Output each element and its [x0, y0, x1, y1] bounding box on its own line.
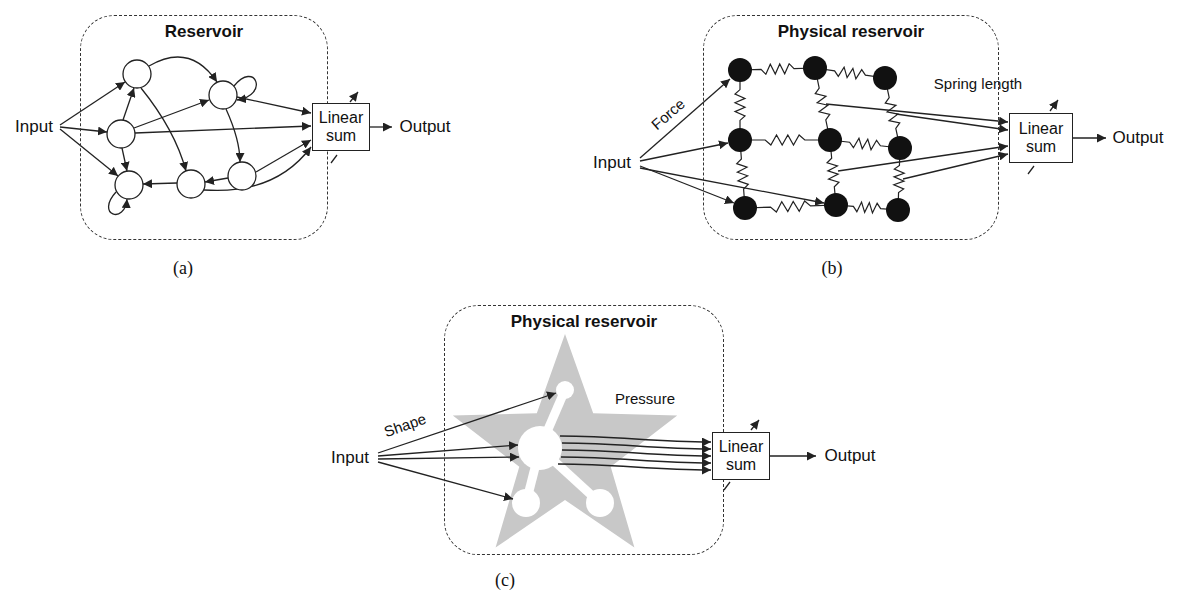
pressure-arrow: [562, 450, 711, 456]
recurrent-arrow: [122, 148, 127, 171]
mass-dot: [873, 66, 897, 90]
output-arrow: [1073, 137, 1106, 138]
mass-dot: [803, 56, 827, 80]
readout-arrow: [826, 104, 1008, 122]
panel-caption: (a): [173, 258, 193, 279]
input-arrow: [378, 445, 518, 456]
mass-dot: [728, 128, 752, 152]
weight-adjust-arrow: [1050, 100, 1058, 111]
linear-sum-box: Linear sum: [1009, 113, 1073, 163]
signal-label: Force: [648, 95, 688, 133]
neuron-circle: [209, 81, 237, 109]
input-arrow: [640, 168, 824, 203]
soft-body-star: [453, 334, 677, 548]
input-arrow: [378, 393, 556, 453]
reservoir-boundary: Physical reservoir: [444, 305, 724, 555]
spring: [740, 135, 830, 145]
readout-arrow: [838, 146, 1008, 171]
signal-label: Shape: [382, 410, 429, 440]
readout-arrow: [903, 154, 1008, 179]
neuron-circle: [228, 162, 256, 190]
signal-label: Pressure: [615, 390, 675, 407]
input-arrow: [378, 462, 513, 499]
input-arrow: [60, 127, 107, 132]
neuron-circle: [115, 171, 143, 199]
output-label: Output: [399, 117, 450, 137]
weight-adjust-arrow: [350, 92, 358, 102]
box-label: Linear sum: [317, 109, 365, 144]
readout-arrow: [237, 97, 311, 113]
recurrent-arrow: [141, 88, 186, 171]
input-label: Input: [15, 117, 53, 137]
box-label: Linear sum: [717, 438, 765, 473]
output-label: Output: [1112, 128, 1163, 148]
recurrent-arrow: [134, 100, 209, 128]
neuron-circle: [123, 60, 151, 88]
mass-dot: [728, 58, 752, 82]
input-arrow: [640, 79, 730, 158]
recurrent-arrow: [226, 109, 240, 162]
linear-sum-box: Linear sum: [312, 103, 370, 151]
weight-adjust-arrow: [751, 420, 759, 430]
weight-adjust-tail: [331, 155, 337, 163]
readout-arrow: [204, 147, 311, 190]
mass-dot: [818, 128, 842, 152]
recurrent-arrow: [205, 178, 228, 182]
reservoir-title: Physical reservoir: [445, 306, 723, 332]
input-arrow: [60, 82, 125, 125]
panel-caption: (c): [495, 570, 515, 591]
air-chamber: [556, 381, 574, 399]
mass-dot: [824, 193, 848, 217]
pressure-arrow: [560, 436, 711, 442]
input-arrow: [640, 143, 728, 161]
mass-dot: [886, 198, 910, 222]
reservoir-title: Reservoir: [81, 16, 327, 42]
pressure-arrow: [562, 443, 711, 449]
box-label: Linear sum: [1014, 120, 1068, 155]
weight-adjust-tail: [724, 482, 730, 490]
signal-label: Spring length: [934, 75, 1022, 92]
input-label: Input: [331, 448, 369, 468]
weight-adjust-tail: [1028, 166, 1034, 174]
input-arrow: [640, 166, 734, 203]
recurrent-arrow: [143, 183, 177, 184]
input-label: Input: [593, 153, 631, 173]
mass-dot: [733, 196, 757, 220]
air-chamber: [512, 489, 540, 517]
output-arrow: [770, 455, 816, 456]
neuron-circle: [107, 120, 135, 148]
recurrent-arrow: [149, 57, 217, 82]
reservoir-boundary: Reservoir: [80, 15, 328, 240]
mass-dot: [888, 136, 912, 160]
output-label: Output: [824, 446, 875, 466]
reservoir-boundary: Physical reservoir: [703, 15, 999, 240]
linear-sum-box: Linear sum: [712, 432, 770, 480]
neuron-circle: [177, 170, 205, 198]
reservoir-title: Physical reservoir: [704, 16, 998, 42]
readout-arrow: [135, 126, 311, 133]
pressure-arrow: [561, 457, 711, 463]
output-arrow: [369, 126, 392, 127]
recurrent-arrow: [123, 88, 134, 120]
panel-caption: (b): [822, 258, 843, 279]
air-chamber: [586, 489, 614, 517]
air-chamber: [518, 426, 562, 470]
input-arrow: [378, 457, 519, 459]
pressure-arrow: [558, 464, 711, 470]
readout-arrow: [896, 114, 1008, 130]
